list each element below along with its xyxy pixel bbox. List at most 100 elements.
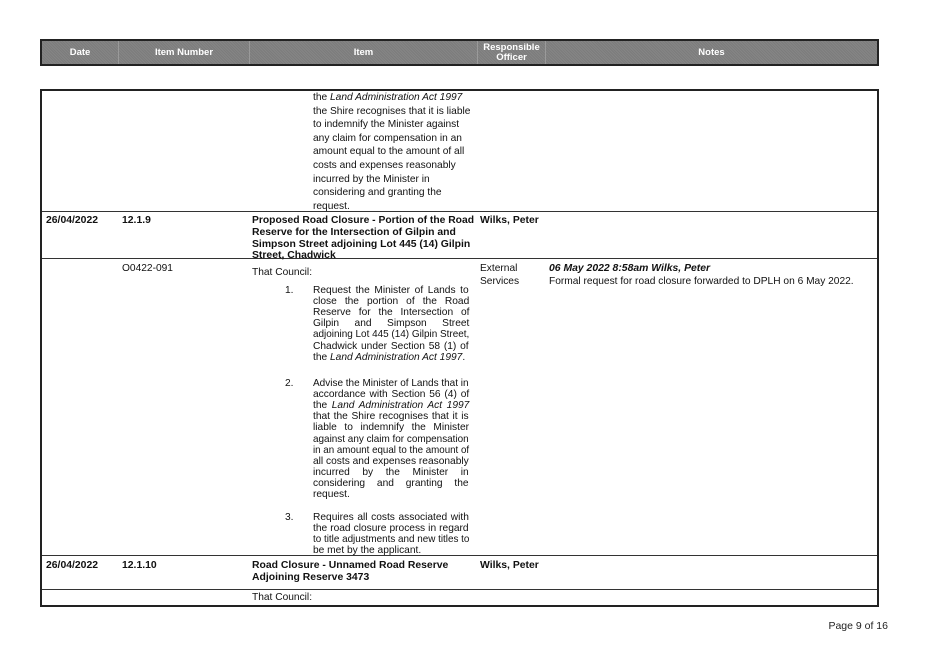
responsible-officer: Wilks, Peter: [480, 560, 539, 571]
text-line: the Land Administration Act 1997: [313, 400, 469, 411]
item-number-label: 2.: [285, 378, 294, 389]
text: all costs and expenses reasonably: [313, 455, 469, 467]
text: incurred by the Minister in: [313, 173, 430, 185]
note-body: Formal request for road closure forwarde…: [549, 276, 854, 287]
italic-text: Land Administration Act 1997: [331, 400, 470, 412]
resolution-intro: That Council:: [252, 267, 313, 278]
text: .: [462, 351, 466, 363]
text-line: adjoining Lot 445 (14) Gilpin Street,: [313, 329, 469, 340]
row-divider: [42, 211, 877, 212]
text: accordance with Section 56 (4) of: [313, 389, 470, 401]
text-line: costs and expenses reasonably: [313, 160, 456, 171]
row-divider: [42, 555, 877, 556]
item-date: 26/04/2022: [46, 560, 99, 571]
text-line: accordance with Section 56 (4) of: [313, 389, 469, 400]
item-number-label: 1.: [285, 285, 294, 296]
text-line: the Land Administration Act 1997: [313, 92, 462, 103]
text-line: Request the Minister of Lands to: [313, 285, 469, 296]
text-line: the Shire recognises that it is liable: [313, 106, 470, 117]
text: adjoining Lot 445 (14) Gilpin Street,: [313, 329, 470, 341]
text-line: that the Shire recognises that it is: [313, 411, 469, 422]
text: against any claim for compensation: [313, 433, 469, 445]
responsible-unit: Services: [480, 276, 520, 287]
text: the: [313, 351, 330, 363]
page-number: Page 9 of 16: [828, 620, 888, 632]
title-line: Street, Chadwick: [252, 250, 336, 262]
text: request.: [313, 200, 350, 212]
text: considering and granting the: [313, 477, 469, 489]
text-line: request.: [313, 489, 350, 500]
row-divider: [42, 258, 877, 259]
text-line: liable to indemnify the Minister: [313, 422, 469, 433]
text: Reserve for the Intersection of: [313, 307, 470, 319]
text-line: the road closure process in regard: [313, 523, 469, 534]
text-line: the Land Administration Act 1997.: [313, 352, 465, 363]
responsible-unit: External: [480, 263, 518, 274]
text: any claim for compensation in an: [313, 132, 462, 144]
text-line: all costs and expenses reasonably: [313, 456, 469, 467]
item-number: 12.1.10: [122, 560, 157, 571]
text-line: Requires all costs associated with: [313, 512, 469, 523]
title-line: Simpson Street adjoining Lot 445 (14) Gi…: [252, 238, 471, 250]
text: amount equal to the amount of all: [313, 146, 465, 158]
text: considering and granting the: [313, 187, 442, 199]
text-line: close the portion of the Road: [313, 296, 469, 307]
text: incurred by the Minister in: [313, 466, 469, 478]
text: Requires all costs associated with: [313, 512, 469, 523]
header-responsible-officer: Responsible Officer: [478, 41, 546, 64]
text-line: incurred by the Minister in: [313, 467, 469, 478]
item-date: 26/04/2022: [46, 215, 99, 226]
text-line: amount equal to the amount of all: [313, 146, 464, 157]
text: Gilpin and Simpson Street: [313, 318, 470, 330]
item-number: 12.1.9: [122, 215, 151, 226]
text: close the portion of the Road: [313, 296, 470, 308]
text-line: any claim for compensation in an: [313, 133, 462, 144]
text: in an amount equal to the amount of: [313, 444, 470, 456]
text: the: [313, 400, 332, 412]
note-heading: 06 May 2022 8:58am Wilks, Peter: [549, 263, 711, 274]
text-line: against any claim for compensation: [313, 434, 469, 445]
resolution-intro: That Council:: [252, 592, 313, 603]
text-line: request.: [313, 201, 350, 212]
text: costs and expenses reasonably: [313, 160, 456, 171]
reference-number: O0422-091: [122, 263, 173, 274]
title-line: Reserve for the Intersection of Gilpin a…: [252, 226, 456, 238]
text: to title adjustments and new titles to: [313, 534, 470, 546]
text-line: incurred by the Minister in: [313, 174, 430, 185]
title-line: Adjoining Reserve 3473: [252, 571, 370, 583]
text-line: in an amount equal to the amount of: [313, 445, 469, 456]
item-number-label: 3.: [285, 512, 294, 523]
header-date: Date: [42, 41, 119, 64]
text-line: considering and granting the: [313, 478, 469, 489]
text: the: [313, 92, 330, 103]
text-line: be met by the applicant.: [313, 545, 421, 556]
row-divider: [42, 589, 877, 590]
italic-text: Land Administration Act 1997: [330, 351, 463, 363]
text: that the Shire recognises that it is: [313, 411, 469, 423]
text-line: Advise the Minister of Lands that in: [313, 378, 469, 389]
text-line: Reserve for the Intersection of: [313, 307, 469, 318]
responsible-officer: Wilks, Peter: [480, 215, 539, 226]
text: Chadwick under Section 58 (1) of: [313, 340, 469, 352]
text: the road closure process in regard: [313, 523, 469, 535]
title-line: Proposed Road Closure - Portion of the R…: [252, 215, 474, 226]
text-line: Chadwick under Section 58 (1) of: [313, 341, 469, 352]
text-line: considering and granting the: [313, 187, 442, 198]
text-line: to indemnify the Minister against: [313, 119, 459, 130]
minutes-table: [40, 89, 879, 607]
text-line: to title adjustments and new titles to: [313, 534, 469, 545]
italic-text: Land Administration Act 1997: [330, 92, 463, 103]
header-item-number: Item Number: [119, 41, 250, 64]
title-line: Road Closure - Unnamed Road Reserve: [252, 560, 449, 571]
text-line: Gilpin and Simpson Street: [313, 318, 469, 329]
text: liable to indemnify the Minister: [313, 422, 470, 434]
header-notes: Notes: [698, 46, 725, 58]
table-header: Date Item Number Item Responsible Office…: [40, 39, 879, 66]
text: to indemnify the Minister against: [313, 119, 460, 131]
text: be met by the applicant.: [313, 545, 422, 557]
text: Request the Minister of Lands to: [313, 285, 469, 296]
text: Advise the Minister of Lands that in: [313, 378, 469, 389]
text: request.: [313, 489, 350, 500]
header-item: Item: [250, 41, 478, 64]
text: the Shire recognises that it is liable: [313, 105, 471, 117]
